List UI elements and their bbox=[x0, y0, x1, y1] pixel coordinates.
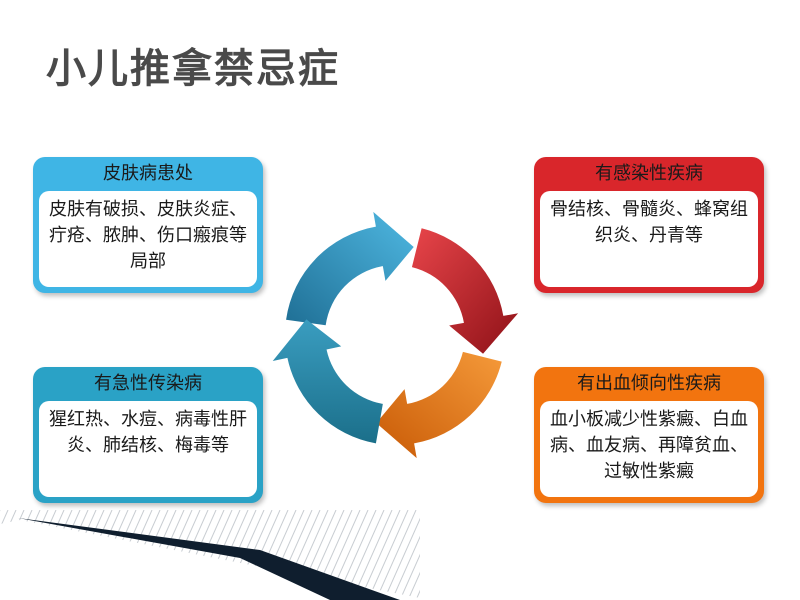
card-infectious-disease: 有感染性疾病 骨结核、骨髓炎、蜂窝组织炎、丹青等 bbox=[534, 157, 764, 293]
cycle-arrow-teal-icon bbox=[272, 319, 383, 444]
hatch-line bbox=[407, 571, 420, 600]
hatch-line bbox=[351, 510, 393, 600]
card-infection-body: 骨结核、骨髓炎、蜂窝组织炎、丹青等 bbox=[540, 191, 758, 287]
hatch-line bbox=[399, 553, 420, 600]
card-acute-infectious: 有急性传染病 猩红热、水痘、病毒性肝炎、肺结核、梅毒等 bbox=[33, 367, 263, 503]
page-title: 小儿推拿禁忌症 bbox=[46, 46, 340, 92]
arrow-shape-orange bbox=[376, 351, 502, 459]
cycle-arrow-orange-icon bbox=[376, 351, 502, 459]
card-acute-body: 猩红热、水痘、病毒性肝炎、肺结核、梅毒等 bbox=[39, 401, 257, 497]
hatch-line bbox=[383, 517, 420, 600]
arrow-shape-blue bbox=[286, 211, 414, 326]
card-acute-header: 有急性传染病 bbox=[94, 373, 202, 394]
hatch-line bbox=[359, 510, 401, 600]
card-skin-header: 皮肤病患处 bbox=[103, 163, 193, 184]
decorative-stripes bbox=[0, 510, 420, 600]
cycle-arrow-red-icon bbox=[411, 228, 519, 354]
arrow-shape-teal bbox=[272, 319, 383, 444]
card-blood-body: 血小板减少性紫癜、白血病、血友病、再障贫血、过敏性紫癜 bbox=[540, 401, 758, 497]
arrow-shape-red bbox=[411, 228, 519, 354]
hatch-line bbox=[391, 535, 420, 600]
hatch-line bbox=[375, 510, 417, 600]
card-skin-body: 皮肤有破损、皮肤炎症、疔疮、脓肿、伤口瘢痕等局部 bbox=[39, 191, 257, 287]
card-blood-header: 有出血倾向性疾病 bbox=[577, 373, 721, 394]
card-bleeding-tendency: 有出血倾向性疾病 血小板减少性紫癜、白血病、血友病、再障贫血、过敏性紫癜 bbox=[534, 367, 764, 503]
card-skin-disease: 皮肤病患处 皮肤有破损、皮肤炎症、疔疮、脓肿、伤口瘢痕等局部 bbox=[33, 157, 263, 293]
hatch-line bbox=[367, 510, 409, 600]
cycle-diagram bbox=[272, 211, 519, 459]
card-infection-header: 有感染性疾病 bbox=[595, 163, 703, 184]
cycle-arrow-blue-icon bbox=[286, 211, 414, 326]
